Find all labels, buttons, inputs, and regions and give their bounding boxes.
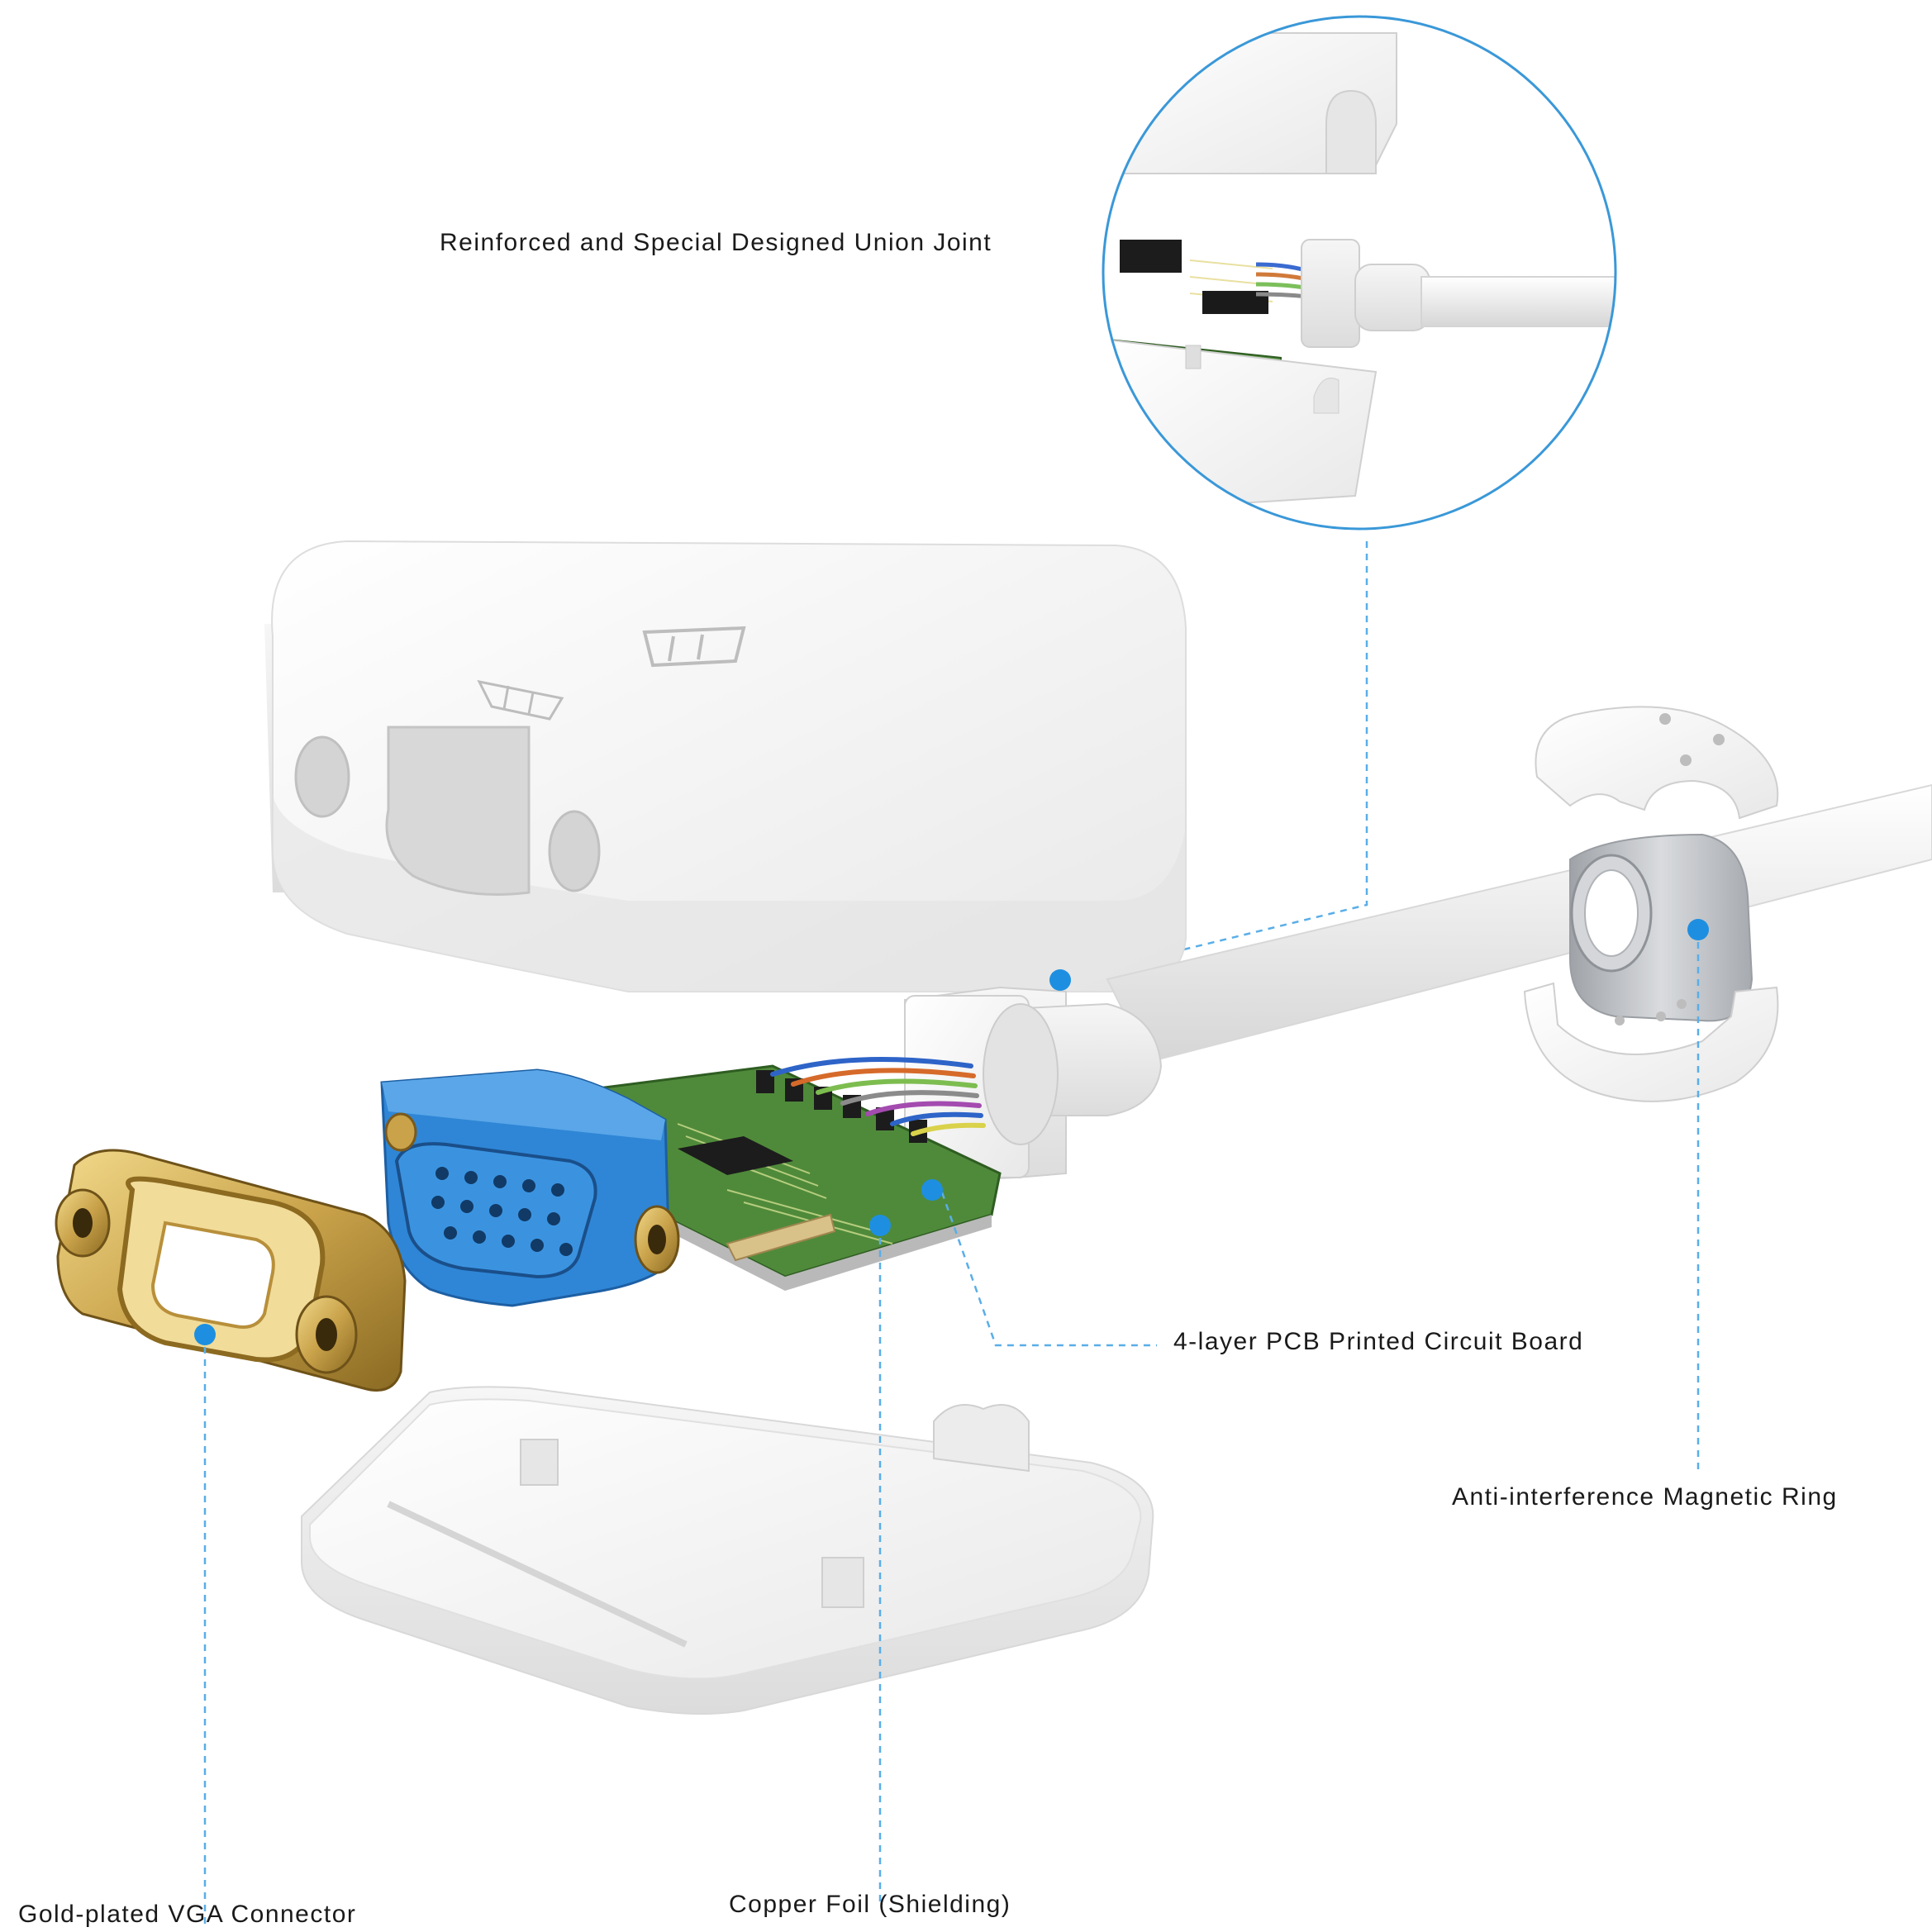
ring-top-cap — [1535, 706, 1779, 820]
label-magnetic-ring: Anti-interference Magnetic Ring — [1452, 1483, 1838, 1511]
top-shell-screw-hole-left — [294, 735, 350, 818]
pcb-assembly — [380, 1057, 1002, 1307]
gold-vga-connector — [55, 1149, 407, 1392]
magnetic-ring — [1106, 706, 1932, 1102]
inset-cable — [1420, 276, 1616, 327]
vga-logo-icon — [642, 626, 746, 668]
dot-vga-connector — [194, 1324, 216, 1345]
main-cable — [1106, 783, 1932, 1064]
ribbon-wires — [770, 1057, 986, 1136]
pcb-chip — [678, 1136, 793, 1175]
strain-relief — [904, 986, 1163, 1183]
bottom-shell-tab-1 — [520, 1439, 559, 1486]
top-shell — [264, 540, 1187, 992]
callout-dots — [194, 919, 1709, 1345]
vga-pins — [431, 1167, 573, 1256]
copper-foil — [726, 1213, 836, 1262]
bottom-shell-tab-2 — [821, 1557, 864, 1608]
top-shell-vga-opening — [385, 726, 531, 896]
label-union-joint: Reinforced and Special Designed Union Jo… — [440, 229, 992, 256]
label-vga-connector: Gold-plated VGA Connector — [18, 1901, 357, 1928]
pin-header — [756, 1070, 927, 1143]
leader-line-pcb — [940, 1192, 1157, 1347]
hdmi-logo-icon — [477, 679, 564, 721]
top-shell-screw-hole-right — [548, 810, 601, 892]
magnified-inset — [1102, 15, 1617, 531]
leader-lines — [203, 930, 1700, 1925]
ring-bottom-cap — [1523, 982, 1779, 1102]
label-copper-foil: Copper Foil (Shielding) — [729, 1891, 1011, 1918]
inset-grommet — [1301, 239, 1360, 348]
dot-magnetic-ring — [1687, 919, 1709, 940]
inset-ring-outline — [1102, 15, 1617, 531]
dot-copper-foil — [869, 1215, 891, 1236]
bottom-shell — [301, 1386, 1154, 1715]
dot-pcb — [921, 1179, 943, 1201]
dot-union-joint — [1049, 969, 1071, 991]
bottom-shell-cable-notch — [933, 1404, 1030, 1473]
label-pcb: 4-layer PCB Printed Circuit Board — [1173, 1328, 1584, 1355]
